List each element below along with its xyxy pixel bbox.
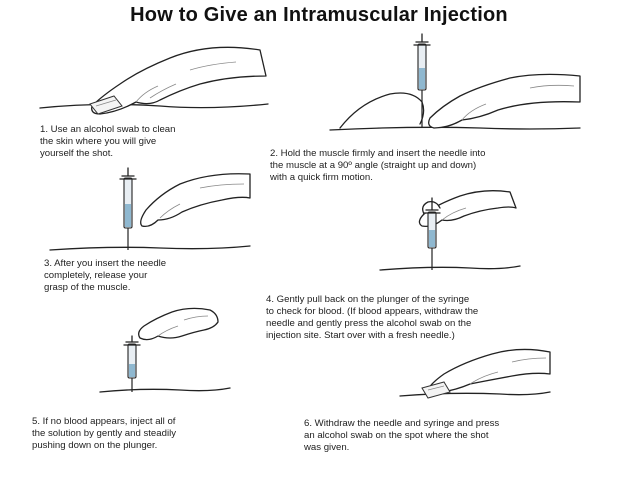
- step-5-caption: 5. If no blood appears, inject all of th…: [32, 416, 176, 451]
- step-2-illustration: [329, 32, 581, 142]
- step-3-illustration: [49, 164, 251, 264]
- step-4-caption: 4. Gently pull back on the plunger of th…: [266, 294, 479, 341]
- step-1-caption: 1. Use an alcohol swab to clean the skin…: [40, 124, 176, 159]
- step-6-illustration: [399, 344, 551, 404]
- page-title: How to Give an Intramuscular Injection: [130, 4, 508, 26]
- syringe-inject-icon: [99, 307, 231, 393]
- hand-swab-icon: [39, 46, 269, 115]
- step-3-caption: 3. After you insert the needle completel…: [44, 258, 167, 293]
- step-4-illustration: [379, 186, 521, 282]
- hand-swab-press-icon: [399, 348, 551, 399]
- step-2-caption: 2. Hold the muscle firmly and insert the…: [270, 148, 486, 183]
- step-1-illustration: [39, 40, 270, 130]
- syringe-release-icon: [49, 167, 251, 251]
- step-6-caption: 6. Withdraw the needle and syringe and p…: [304, 418, 500, 453]
- syringe-insert-icon: [329, 33, 581, 131]
- step-5-illustration: [99, 306, 231, 402]
- syringe-aspirate-icon: [379, 190, 521, 271]
